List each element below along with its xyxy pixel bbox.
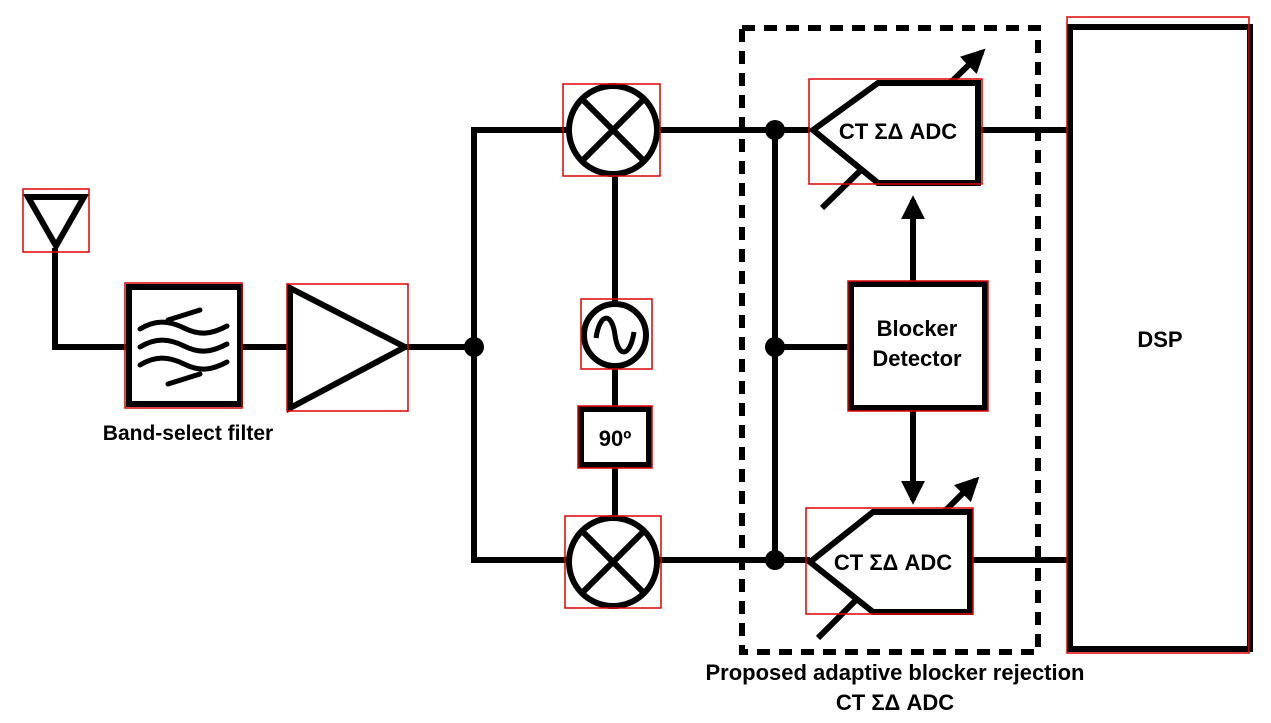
top-mixer-icon	[562, 83, 661, 177]
blocker-detector: Blocker Detector	[847, 280, 989, 412]
local-oscillator-icon	[580, 298, 653, 370]
bottom-ct-sd-adc: CT ΣΔ ADC	[805, 507, 974, 615]
phase-shifter: 90º	[577, 405, 653, 469]
bottom-bus-junction-dot	[765, 550, 785, 570]
band-select-filter-label: Band-select filter	[103, 422, 273, 445]
dsp-block: DSP	[1066, 16, 1253, 654]
antenna-icon	[22, 188, 90, 253]
top-ct-sd-adc: CT ΣΔ ADC	[808, 78, 983, 186]
phase-shift-label: 90º	[599, 426, 632, 451]
top-adc-label: CT ΣΔ ADC	[839, 119, 957, 144]
band-select-filter	[124, 282, 243, 409]
middle-bus-junction-dot	[765, 337, 785, 357]
blocker-label-line2: Detector	[872, 346, 962, 371]
lna-amplifier	[286, 283, 412, 413]
blocker-label-line1: Blocker	[877, 316, 958, 341]
proposed-caption-line2: CT ΣΔ ADC	[836, 690, 954, 715]
proposed-adc-region	[739, 25, 1041, 655]
proposed-caption-line1: Proposed adaptive blocker rejection	[705, 660, 1084, 685]
dsp-label: DSP	[1137, 327, 1182, 352]
bottom-mixer-icon	[564, 515, 662, 609]
filter-wave-icon	[137, 307, 230, 387]
top-bus-junction-dot	[765, 120, 785, 140]
lna-junction-dot	[464, 337, 484, 357]
bottom-adc-label: CT ΣΔ ADC	[834, 550, 952, 575]
